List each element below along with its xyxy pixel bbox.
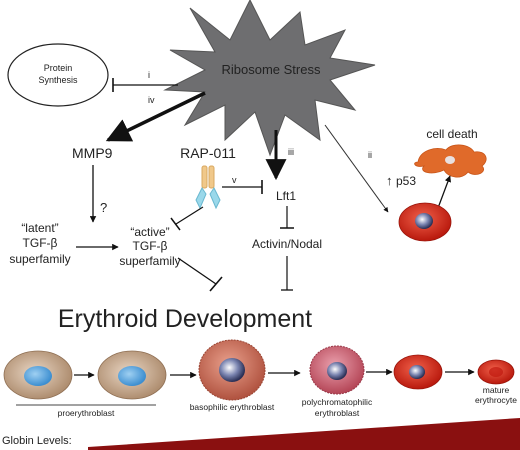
rap011-label: RAP-011 (180, 145, 236, 161)
pathway-label-v: v (232, 175, 237, 185)
stage-label-poly-line2: erythroblast (315, 408, 360, 418)
pathway-label-ii: ii (368, 150, 372, 160)
latent-line1: “latent” (21, 221, 58, 235)
latent-line2: TGF-β (23, 236, 58, 250)
protein-synthesis-line2: Synthesis (38, 75, 78, 85)
p53-node: ↑ p53 (386, 173, 416, 188)
latent-tgf-beta: “latent” TGF-β superfamily (9, 221, 70, 266)
inhibition-arrow-i: i (112, 70, 178, 92)
active-inhibits-erythroid (177, 257, 223, 292)
activin-nodal-label: Activin/Nodal (252, 237, 322, 251)
stage-cell-basophilic (198, 339, 266, 401)
p53-label: p53 (396, 174, 416, 188)
active-line3: superfamily (119, 254, 180, 268)
stage-cell-proerythroblast-1 (3, 350, 73, 400)
active-line2: TGF-β (133, 239, 168, 253)
stage-label-basophilic: basophilic erythroblast (190, 402, 275, 412)
globin-levels-label: Globin Levels: (2, 435, 72, 447)
lft1-label: Lft1 (276, 189, 296, 203)
inhibition-arrow-v: v (222, 175, 263, 194)
dying-cell-splat (414, 144, 487, 178)
stage-cell-proerythroblast-2 (97, 350, 167, 400)
pathway-label-iv: iv (148, 95, 155, 105)
lft1-inhibits-activin (280, 206, 294, 229)
p53-red-cell (398, 202, 452, 242)
protein-synthesis-node: Protein Synthesis (7, 43, 109, 107)
arrow-iv: iv (105, 91, 206, 142)
active-tgf-beta: “active” TGF-β superfamily (119, 225, 180, 268)
active-line1: “active” (130, 225, 169, 239)
arrow-ii: ii (324, 124, 389, 213)
protein-synthesis-line1: Protein (44, 63, 73, 73)
globin-level-wedge (88, 418, 520, 450)
stage-cell-mature-erythrocyte (477, 359, 515, 385)
cell-to-death-arrow (437, 175, 451, 209)
activin-to-erythroid (281, 256, 293, 291)
rap011-antibody-icon (195, 165, 221, 210)
erythroid-development-title: Erythroid Development (58, 305, 312, 333)
mmp9-label: MMP9 (72, 145, 113, 161)
stage-label-poly-line1: polychromatophilic (302, 397, 373, 407)
question-mark: ? (100, 200, 107, 215)
stage-cell-polychromatophilic (309, 345, 365, 395)
rap011-inhibits-active (170, 206, 204, 231)
pathway-label-iii: iii (288, 147, 294, 157)
stage-cell-orthochromatic (393, 354, 443, 390)
cell-death-label: cell death (426, 127, 477, 141)
stage-label-proerythroblast: proerythroblast (58, 408, 115, 418)
arrow-iii: iii (265, 130, 294, 181)
pathway-label-i: i (148, 70, 150, 80)
stage-label-mature-line2: erythrocyte (475, 395, 517, 405)
p53-up-arrow: ↑ (386, 173, 393, 188)
ribosome-stress-burst: Ribosome Stress (163, 0, 376, 157)
ribosome-stress-label: Ribosome Stress (222, 62, 321, 77)
stage-label-mature-line1: mature (483, 385, 510, 395)
latent-line3: superfamily (9, 252, 70, 266)
